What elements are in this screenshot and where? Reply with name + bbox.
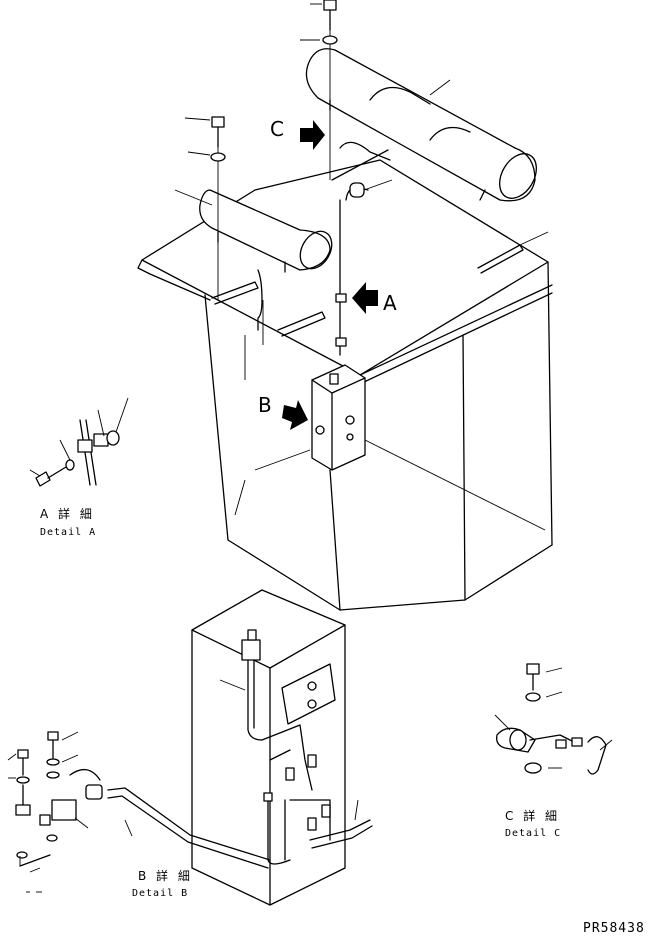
callout-c-label: C [270,117,284,141]
washer-icon [187,151,226,162]
callout-b-label: B [258,393,272,417]
bolt-icon [17,749,29,776]
harness [257,141,393,356]
cab-body [137,159,553,611]
bolt-icon [35,466,67,487]
callout-b: B [258,393,308,430]
detail-c-title-en: Detail C [505,828,561,839]
washer-icon [525,692,541,702]
detail-a-title-jp: A 詳 細 [40,506,95,521]
right-beacon [305,48,537,202]
detail-c: C 詳 細 Detail C [494,663,613,839]
drawing-code: PR58438 [583,921,645,936]
arrow-icon [300,120,325,150]
detail-b-title-jp: B 詳 細 [138,868,193,883]
callout-a-label: A [383,291,397,315]
arrow-icon [352,282,378,314]
detail-b: B 詳 細 Detail B [7,589,373,906]
washer-icon [16,776,30,784]
callout-c: C [270,117,325,150]
bolt-icon [47,731,59,759]
switch-box [311,364,366,471]
callout-a: A [352,282,397,315]
detail-a-title-en: Detail A [40,527,96,538]
bolt-icon [184,116,225,148]
bolt-icon [310,0,337,31]
bolt-icon [526,663,540,691]
detail-c-title-jp: C 詳 細 [505,808,560,823]
left-beacon [174,189,333,273]
washer-icon [300,35,338,45]
detail-b-title-en: Detail B [132,888,188,899]
detail-a: A 詳 細 Detail A [29,397,129,538]
washer-icon [46,758,60,766]
washer-icon [46,771,60,779]
clamp-icon [496,727,536,753]
bolt-leader-lines [217,20,331,345]
arrow-icon [282,400,308,430]
